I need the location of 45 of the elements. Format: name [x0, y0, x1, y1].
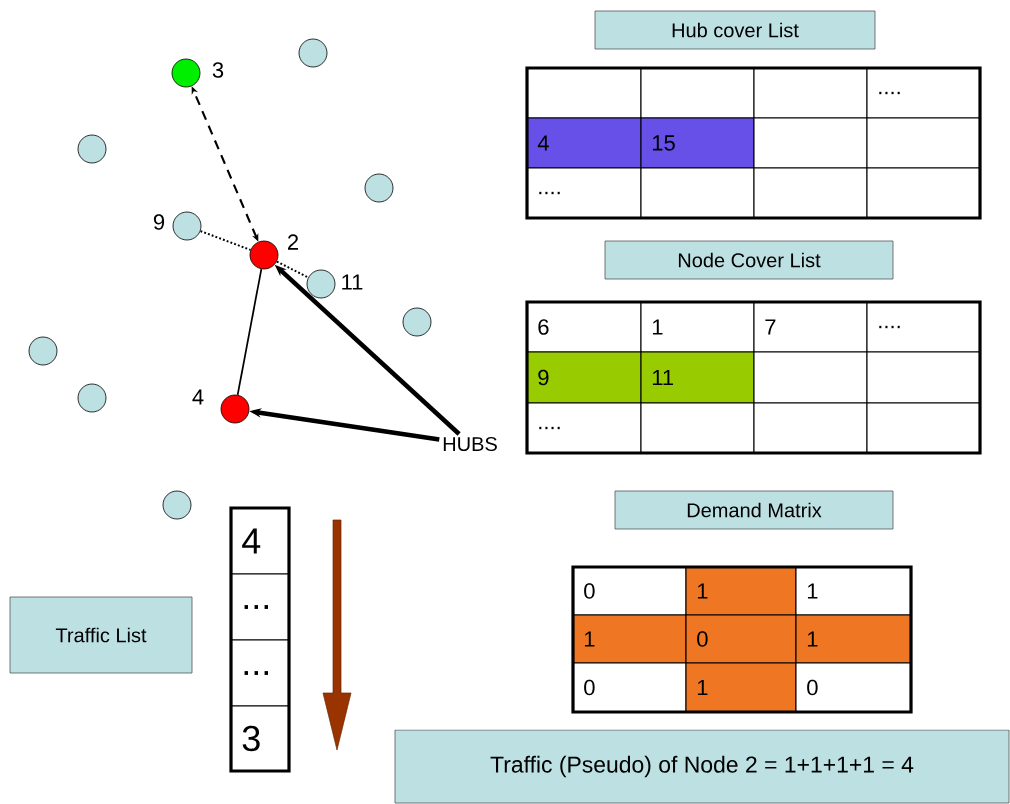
table-cell: .... [526, 402, 642, 454]
node-number: 9 [153, 214, 165, 230]
table-cell: 4 [230, 507, 290, 575]
table-cell: ... [230, 573, 290, 641]
circle-node [77, 383, 107, 413]
label-box: Traffic (Pseudo) of Node 2 = 1+1+1+1 = 4 [394, 729, 1010, 804]
table-cell: .... [866, 301, 981, 353]
table-cell: 1 [572, 614, 687, 664]
node-number: 2 [288, 234, 298, 250]
table-cell: 0 [795, 662, 912, 713]
table-cell: 6 [526, 301, 642, 353]
circle-node [77, 134, 107, 164]
table-cell: 0 [572, 662, 687, 713]
connector-line [275, 260, 310, 279]
table-cell: 7 [753, 301, 868, 353]
table-cell: 1 [795, 614, 912, 664]
table-cell: .... [526, 167, 642, 219]
label-box: Node Cover List [604, 240, 894, 280]
table-cell: 4 [526, 117, 642, 169]
table-cell: ... [230, 639, 290, 707]
table-cell: 9 [526, 351, 642, 404]
table-cell: 11 [640, 351, 755, 404]
table-cell: 3 [230, 705, 290, 772]
text-label: HUBS [443, 436, 497, 452]
circle-node [364, 173, 394, 203]
connector-line [199, 230, 252, 251]
circle-node [162, 490, 192, 520]
label-box: Demand Matrix [614, 490, 894, 530]
table-cell: 1 [685, 662, 797, 713]
node-number: 3 [212, 62, 224, 78]
table-cell: 1 [795, 566, 912, 616]
table-cell: 1 [685, 566, 797, 616]
table-cell: 1 [640, 301, 755, 353]
node-number: 11 [342, 274, 363, 290]
table-cell: .... [866, 67, 981, 119]
table-cell: 0 [685, 614, 797, 664]
label-box: Traffic List [9, 596, 193, 674]
node-number: 4 [192, 389, 204, 405]
circle-node [402, 307, 432, 337]
connector-line [236, 268, 263, 396]
table-cell: 0 [572, 566, 687, 616]
label-box: Hub cover List [594, 10, 876, 50]
circle-node [28, 336, 58, 366]
circle-node [298, 38, 328, 68]
table-cell: 15 [640, 117, 755, 169]
